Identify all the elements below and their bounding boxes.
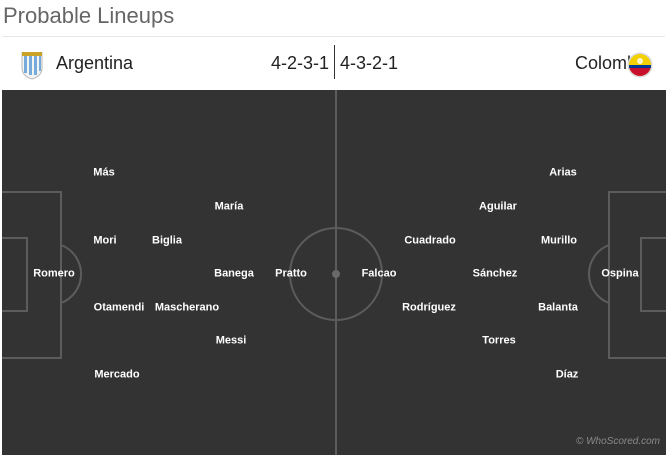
watermark: © WhoScored.com bbox=[575, 436, 660, 447]
page-title: Probable Lineups bbox=[3, 3, 175, 28]
away-player[interactable]: Sánchez bbox=[472, 267, 518, 280]
away-player[interactable]: Arias bbox=[549, 166, 577, 179]
away-formation: 4-3-2-1 bbox=[340, 53, 399, 73]
home-player[interactable]: María bbox=[214, 200, 244, 213]
pitch-lines bbox=[2, 90, 666, 455]
away-player[interactable]: Rodríguez bbox=[402, 301, 456, 314]
home-player[interactable]: Banega bbox=[214, 267, 254, 280]
home-player[interactable]: Otamendi bbox=[93, 301, 145, 314]
home-formation: 4-2-3-1 bbox=[270, 53, 329, 73]
away-goalkeeper[interactable]: Ospina bbox=[601, 267, 639, 280]
away-player[interactable]: Aguilar bbox=[479, 200, 517, 213]
away-player[interactable]: Cuadrado bbox=[404, 234, 456, 247]
away-player[interactable]: Díaz bbox=[555, 368, 579, 381]
home-player[interactable]: Pratto bbox=[275, 267, 307, 280]
home-player[interactable]: Mori bbox=[93, 234, 117, 247]
home-player[interactable]: Biglia bbox=[152, 234, 182, 247]
team-bar: Argentina 4-2-3-1 4-3-2-1 Colombia bbox=[2, 36, 665, 89]
away-player[interactable]: Murillo bbox=[540, 234, 578, 247]
home-player[interactable]: Mascherano bbox=[154, 301, 220, 314]
argentina-crest-icon bbox=[21, 52, 43, 80]
formation-divider bbox=[334, 45, 335, 79]
home-player[interactable]: Mercado bbox=[94, 368, 140, 381]
away-player[interactable]: Balanta bbox=[538, 301, 578, 314]
pitch: Más Mori Romero Otamendi Mercado Biglia … bbox=[2, 90, 666, 455]
away-player[interactable]: Falcao bbox=[361, 267, 397, 280]
colombia-crest-icon bbox=[627, 52, 653, 78]
home-goalkeeper[interactable]: Romero bbox=[33, 267, 75, 280]
home-player[interactable]: Messi bbox=[215, 334, 247, 347]
home-player[interactable]: Más bbox=[93, 166, 115, 179]
away-player[interactable]: Torres bbox=[482, 334, 516, 347]
home-team-name[interactable]: Argentina bbox=[56, 53, 134, 73]
